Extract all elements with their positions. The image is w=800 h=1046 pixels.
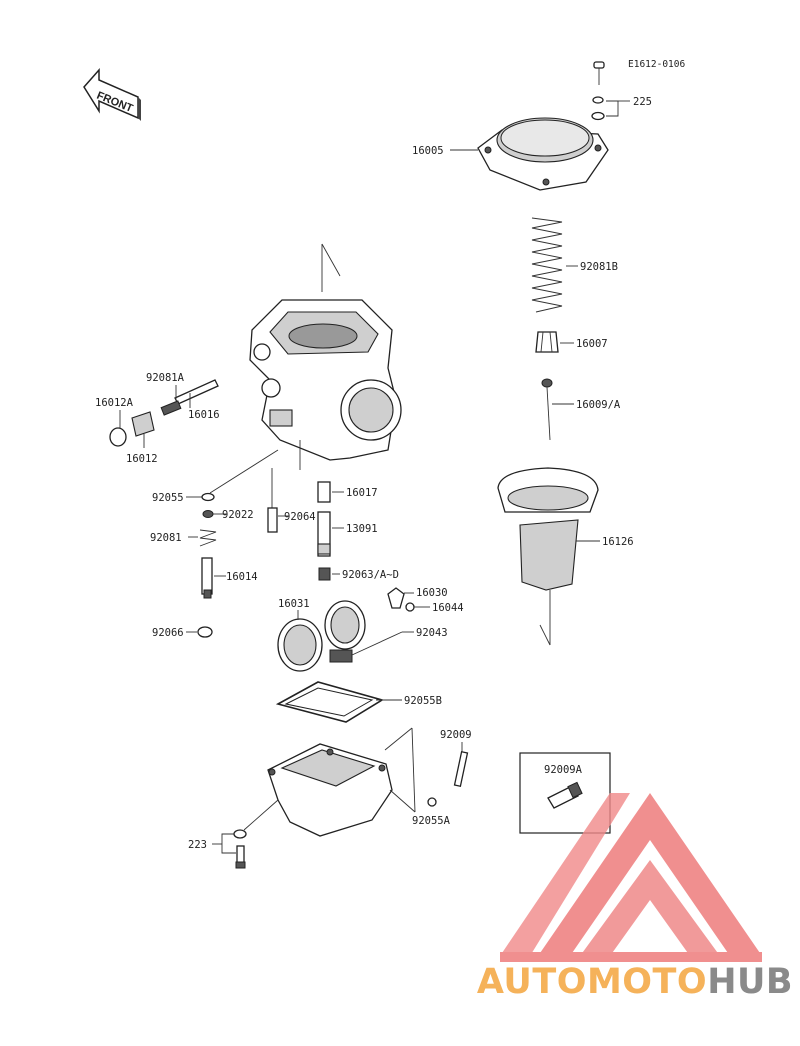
label-92064: 92064 xyxy=(284,511,316,523)
label-92081A: 92081A xyxy=(146,372,185,384)
float-bowl-part xyxy=(267,743,393,837)
label-16017: 16017 xyxy=(346,487,378,499)
label-16012: 16012 xyxy=(126,453,158,465)
diagram-code: E1612-0106 xyxy=(628,59,685,70)
brand-part-hub: HUB xyxy=(707,962,794,1002)
label-16009A: 16009/A xyxy=(576,399,621,411)
spring-part xyxy=(531,217,563,313)
label-92055B: 92055B xyxy=(404,695,442,707)
drain-screw-part xyxy=(427,750,469,807)
inset-screw-part xyxy=(547,781,583,809)
top-cover-part xyxy=(477,117,609,191)
needle-jet-part xyxy=(201,557,213,599)
label-92066: 92066 xyxy=(152,627,184,639)
automotohub-logo-icon xyxy=(500,793,762,962)
front-arrow-icon: FRONT xyxy=(83,68,141,121)
brand-wordmark: AUTOMOTOHUB xyxy=(470,962,800,1002)
pilot-screw-part xyxy=(160,379,219,416)
carburetor-body-part xyxy=(249,299,402,470)
label-92043: 92043 xyxy=(416,627,448,639)
label-92081B: 92081B xyxy=(580,261,618,273)
label-92009: 92009 xyxy=(440,729,472,741)
label-223: 223 xyxy=(188,839,207,851)
label-16016: 16016 xyxy=(188,409,220,421)
label-16030: 16030 xyxy=(416,587,448,599)
label-16044: 16044 xyxy=(432,602,464,614)
jet-needle-part xyxy=(541,378,553,441)
label-92009A: 92009A xyxy=(544,764,583,776)
needle-holder-part xyxy=(535,331,559,353)
label-92022: 92022 xyxy=(222,509,254,521)
float-part xyxy=(277,600,403,672)
gasket-part xyxy=(275,681,384,723)
label-16005: 16005 xyxy=(412,145,444,157)
label-16031: 16031 xyxy=(278,598,310,610)
screw-part xyxy=(591,61,605,121)
label-16126: 16126 xyxy=(602,536,634,548)
label-16007: 16007 xyxy=(576,338,608,350)
label-16014: 16014 xyxy=(226,571,258,583)
label-225: 225 xyxy=(633,96,652,108)
label-92081: 92081 xyxy=(150,532,182,544)
label-16012A: 16012A xyxy=(95,397,134,409)
label-92055: 92055 xyxy=(152,492,184,504)
label-92063: 92063/A~D xyxy=(342,569,399,581)
pilot-screw-cap-part xyxy=(109,411,155,447)
brand-part-automoto: AUTOMOTO xyxy=(476,962,708,1002)
label-13091: 13091 xyxy=(346,523,378,535)
label-92055A: 92055A xyxy=(412,815,451,827)
vacuum-piston-part xyxy=(497,467,599,646)
